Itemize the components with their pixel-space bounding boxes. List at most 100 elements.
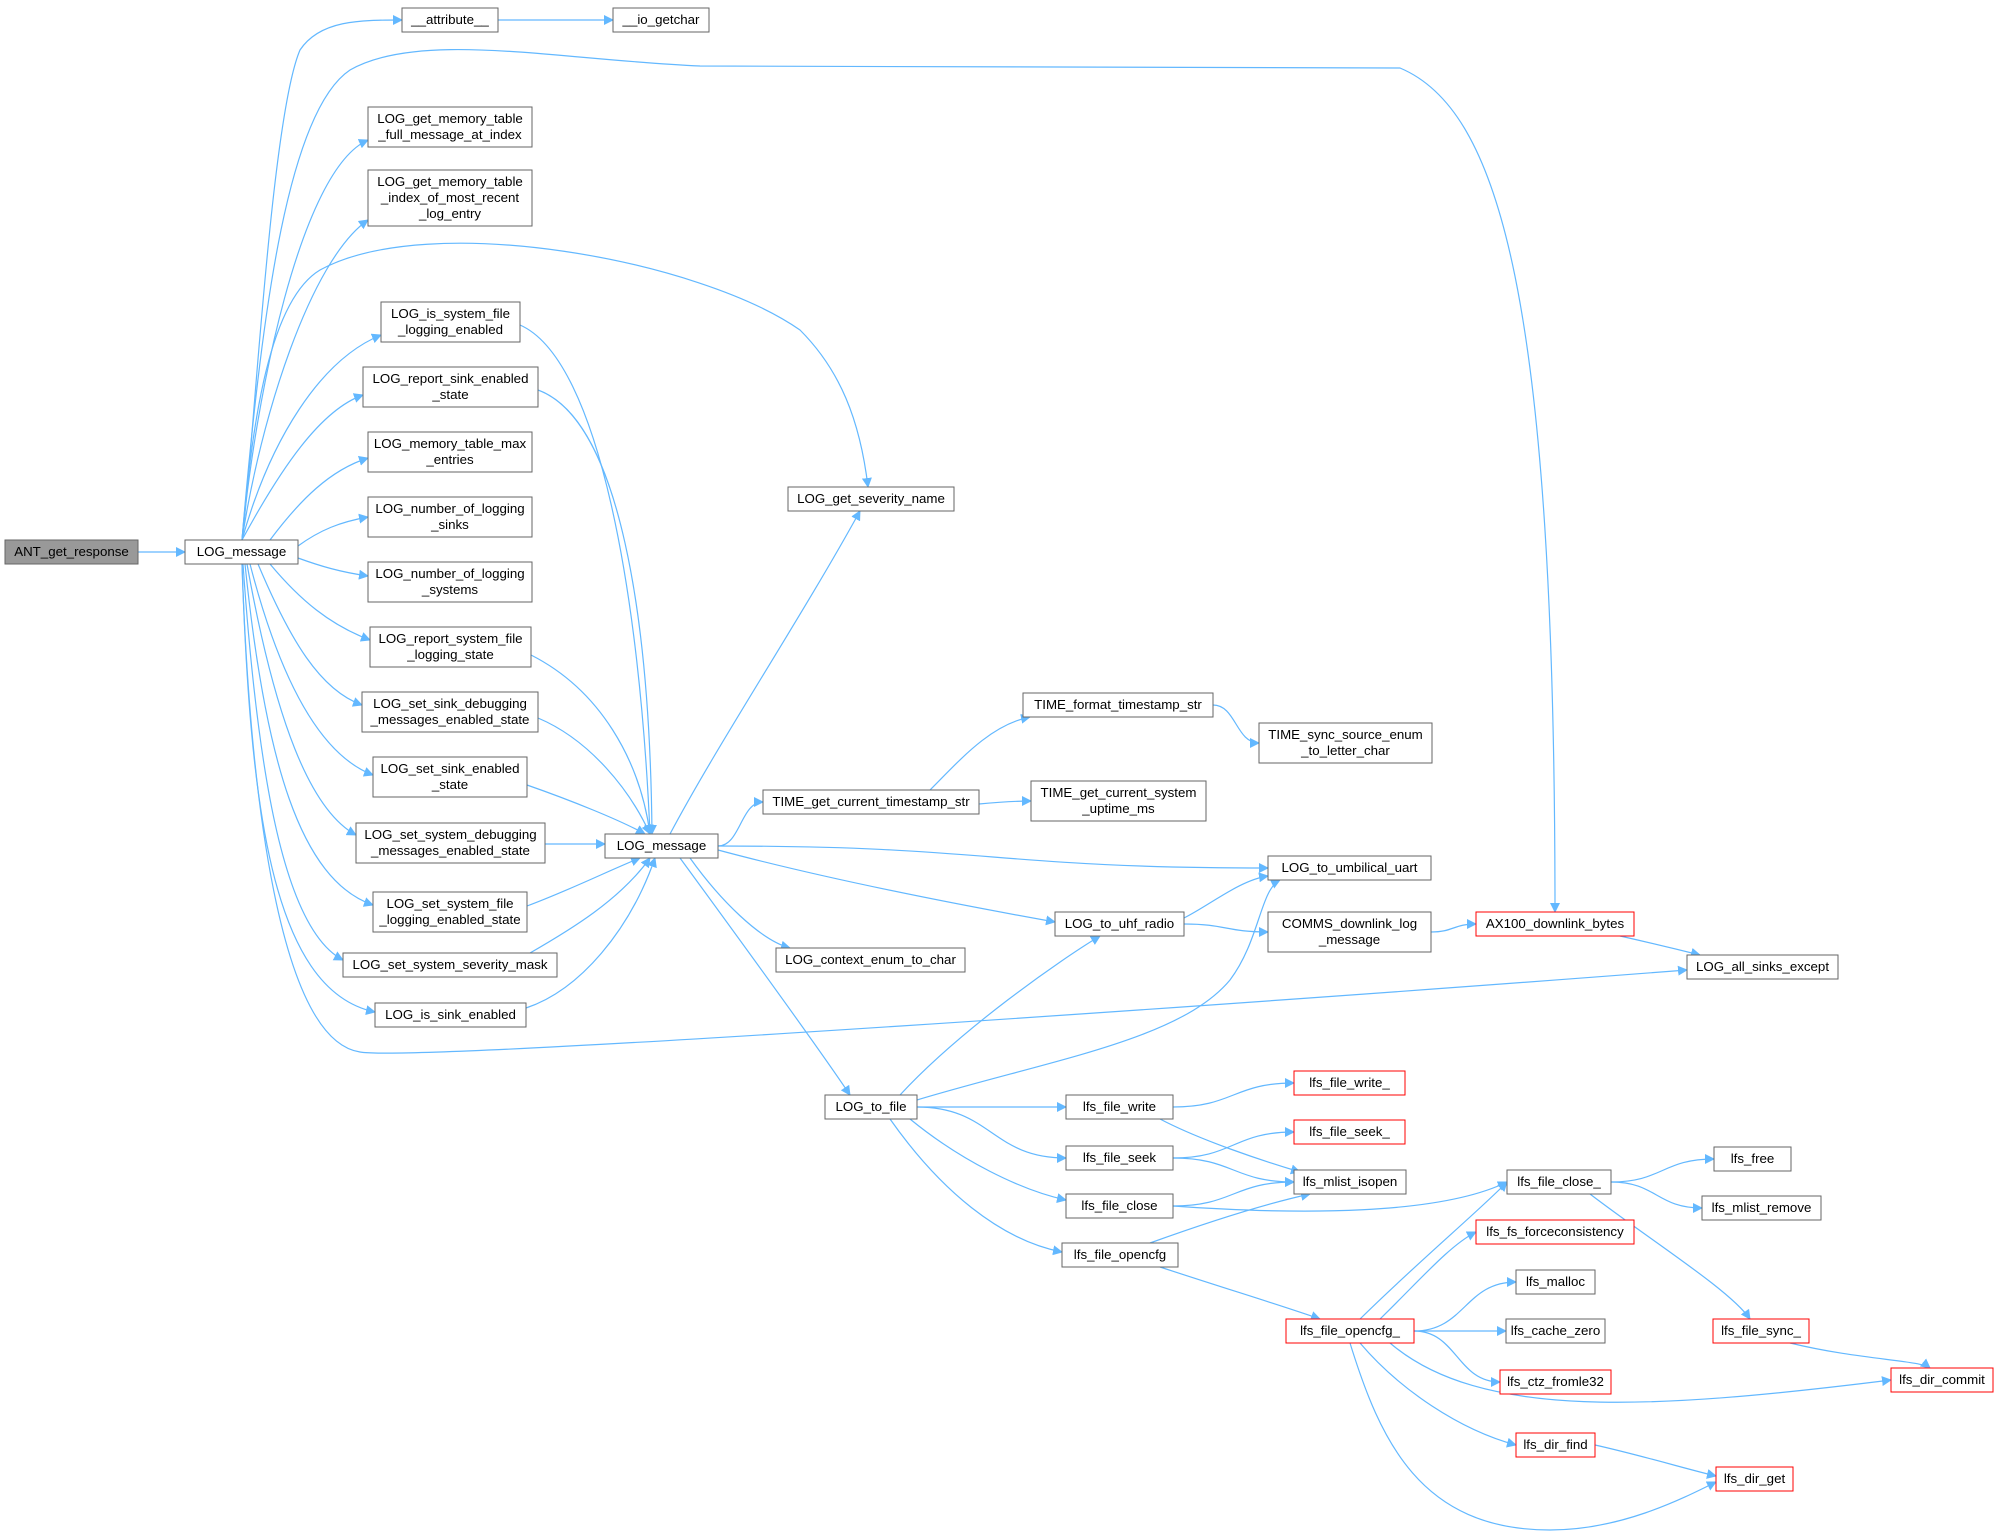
node-ant-get-response[interactable]: ANT_get_response [4, 539, 139, 565]
node-box[interactable] [184, 539, 299, 565]
node-lfs-file-write[interactable]: lfs_file_write [1065, 1094, 1174, 1120]
node-box[interactable] [372, 756, 528, 798]
node-lfs-file-write-[interactable]: lfs_file_write_ [1293, 1070, 1406, 1096]
node-box[interactable] [367, 169, 533, 227]
node-box[interactable] [762, 789, 980, 815]
node-log-is-sink-enabled[interactable]: LOG_is_sink_enabled [374, 1002, 527, 1028]
node-log-report-system-file[interactable]: LOG_report_system_file_logging_state [369, 626, 532, 668]
node-box[interactable] [355, 822, 546, 864]
node-log-message-b[interactable]: LOG_message [604, 833, 719, 859]
node-lfs-ctz-fromle32[interactable]: lfs_ctz_fromle32 [1499, 1369, 1612, 1395]
node-lfs-mlist-isopen[interactable]: lfs_mlist_isopen [1293, 1169, 1407, 1195]
node-lfs-file-seek[interactable]: lfs_file_seek [1065, 1145, 1174, 1171]
node-box[interactable] [1506, 1169, 1612, 1195]
node-lfs-file-opencfg[interactable]: lfs_file_opencfg [1061, 1242, 1179, 1268]
node-box[interactable] [1267, 911, 1432, 953]
node-box[interactable] [1499, 1369, 1612, 1395]
node-box[interactable] [1293, 1070, 1406, 1096]
node-box[interactable] [367, 431, 533, 473]
node-attribute[interactable]: __attribute__ [401, 7, 499, 33]
node-log-to-file[interactable]: LOG_to_file [824, 1094, 918, 1120]
node-box[interactable] [1293, 1119, 1406, 1145]
node-box[interactable] [604, 833, 719, 859]
node-lfs-mlist-remove[interactable]: lfs_mlist_remove [1701, 1195, 1822, 1221]
node-log-to-uhf[interactable]: LOG_to_uhf_radio [1054, 911, 1185, 937]
node-box[interactable] [374, 1002, 527, 1028]
node-box[interactable] [612, 7, 710, 33]
node-box[interactable] [1712, 1318, 1810, 1344]
node-time-sync-source[interactable]: TIME_sync_source_enum_to_letter_char [1258, 722, 1433, 764]
node-box[interactable] [1515, 1269, 1596, 1295]
node-box[interactable] [342, 952, 558, 978]
node-lfs-dir-find[interactable]: lfs_dir_find [1515, 1432, 1596, 1458]
node-box[interactable] [1054, 911, 1185, 937]
node-time-get-uptime[interactable]: TIME_get_current_system_uptime_ms [1030, 780, 1207, 822]
node-box[interactable] [1267, 855, 1432, 881]
node-box[interactable] [1686, 954, 1839, 980]
node-log-set-sink-enabled[interactable]: LOG_set_sink_enabled_state [372, 756, 528, 798]
node-log-number-systems[interactable]: LOG_number_of_logging_systems [367, 561, 533, 603]
node-box[interactable] [1030, 780, 1207, 822]
node-log-to-umbilical[interactable]: LOG_to_umbilical_uart [1267, 855, 1432, 881]
node-box[interactable] [1258, 722, 1433, 764]
node-comms-downlink[interactable]: COMMS_downlink_log_message [1267, 911, 1432, 953]
node-box[interactable] [367, 106, 533, 148]
node-lfs-file-close[interactable]: lfs_file_close [1065, 1193, 1174, 1219]
node-log-set-sink-debug[interactable]: LOG_set_sink_debugging_messages_enabled_… [361, 691, 539, 733]
node-box[interactable] [1713, 1146, 1792, 1172]
node-lfs-dir-get[interactable]: lfs_dir_get [1715, 1466, 1794, 1492]
node-lfs-file-close-[interactable]: lfs_file_close_ [1506, 1169, 1612, 1195]
node-box[interactable] [369, 626, 532, 668]
node-box[interactable] [1065, 1145, 1174, 1171]
node-box[interactable] [361, 691, 539, 733]
node-log-get-severity-name[interactable]: LOG_get_severity_name [787, 486, 955, 512]
node-time-format-timestamp[interactable]: TIME_format_timestamp_str [1022, 692, 1214, 718]
node-log-is-system-file[interactable]: LOG_is_system_file_logging_enabled [380, 301, 521, 343]
node-box[interactable] [1475, 1219, 1635, 1245]
node-log-get-memory-full[interactable]: LOG_get_memory_table_full_message_at_ind… [367, 106, 533, 148]
node-box[interactable] [1715, 1466, 1794, 1492]
node-log-number-sinks[interactable]: LOG_number_of_logging_sinks [367, 496, 533, 538]
node-box[interactable] [380, 301, 521, 343]
node-time-get-current-timestamp[interactable]: TIME_get_current_timestamp_str [762, 789, 980, 815]
node-lfs-malloc[interactable]: lfs_malloc [1515, 1269, 1596, 1295]
node-box[interactable] [1293, 1169, 1407, 1195]
node-box[interactable] [1285, 1318, 1415, 1344]
node-lfs-dir-commit[interactable]: lfs_dir_commit [1890, 1367, 1994, 1393]
node-lfs-cache-zero[interactable]: lfs_cache_zero [1505, 1318, 1606, 1344]
node-io-getchar[interactable]: __io_getchar [612, 7, 710, 33]
node-log-message-a[interactable]: LOG_message [184, 539, 299, 565]
node-ax100-downlink[interactable]: AX100_downlink_bytes [1475, 911, 1635, 937]
node-box[interactable] [824, 1094, 918, 1120]
node-box[interactable] [1065, 1094, 1174, 1120]
node-box[interactable] [1890, 1367, 1994, 1393]
node-log-context-enum[interactable]: LOG_context_enum_to_char [775, 947, 966, 973]
node-log-set-system-file[interactable]: LOG_set_system_file_logging_enabled_stat… [372, 891, 528, 933]
node-box[interactable] [1505, 1318, 1606, 1344]
node-log-all-sinks-except[interactable]: LOG_all_sinks_except [1686, 954, 1839, 980]
node-box[interactable] [367, 561, 533, 603]
node-lfs-file-sync-[interactable]: lfs_file_sync_ [1712, 1318, 1810, 1344]
node-log-set-system-debug[interactable]: LOG_set_system_debugging_messages_enable… [355, 822, 546, 864]
node-log-report-sink[interactable]: LOG_report_sink_enabled_state [362, 366, 539, 408]
node-box[interactable] [372, 891, 528, 933]
node-box[interactable] [775, 947, 966, 973]
node-box[interactable] [362, 366, 539, 408]
node-box[interactable] [1061, 1242, 1179, 1268]
node-box[interactable] [4, 539, 139, 565]
node-box[interactable] [1475, 911, 1635, 937]
node-box[interactable] [1515, 1432, 1596, 1458]
node-box[interactable] [1022, 692, 1214, 718]
node-lfs-file-opencfg-[interactable]: lfs_file_opencfg_ [1285, 1318, 1415, 1344]
node-log-set-system-severity[interactable]: LOG_set_system_severity_mask [342, 952, 558, 978]
node-log-memory-table-max[interactable]: LOG_memory_table_max_entries [367, 431, 533, 473]
node-box[interactable] [401, 7, 499, 33]
node-log-get-memory-index[interactable]: LOG_get_memory_table_index_of_most_recen… [367, 169, 533, 227]
node-box[interactable] [1701, 1195, 1822, 1221]
node-lfs-file-seek-[interactable]: lfs_file_seek_ [1293, 1119, 1406, 1145]
node-lfs-fs-forceconsistency[interactable]: lfs_fs_forceconsistency [1475, 1219, 1635, 1245]
node-box[interactable] [367, 496, 533, 538]
node-lfs-free[interactable]: lfs_free [1713, 1146, 1792, 1172]
node-box[interactable] [1065, 1193, 1174, 1219]
node-box[interactable] [787, 486, 955, 512]
